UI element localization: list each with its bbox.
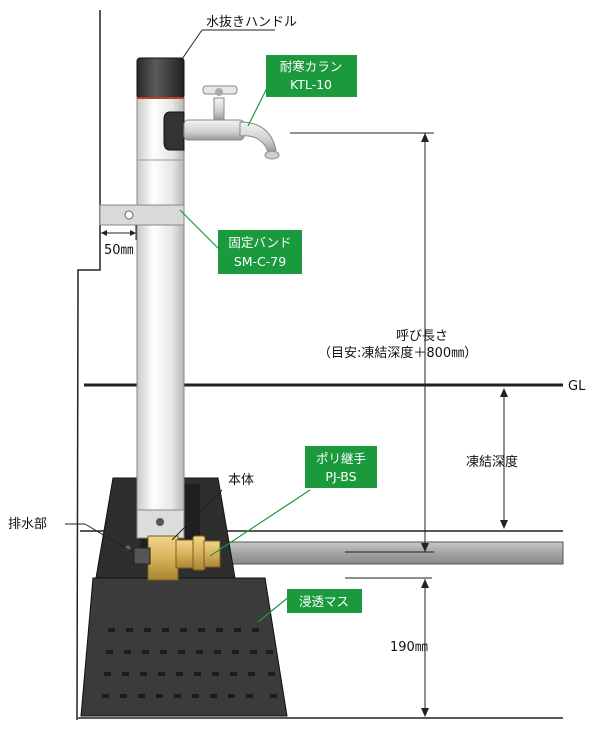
band-callout: 固定バンド SM-C-79 [179, 209, 302, 274]
faucet-post [136, 94, 185, 539]
gl-label: GL [568, 379, 586, 394]
joint-model: PJ-BS [325, 469, 356, 484]
band-model: SM-C-79 [234, 254, 286, 269]
supply-pipe [209, 541, 564, 565]
faucet-tap [163, 85, 280, 160]
building-wall [76, 10, 101, 721]
length-label-1: 呼び長さ [396, 329, 448, 344]
depth-190-label: 190㎜ [390, 640, 428, 655]
body-label: 本体 [228, 473, 254, 488]
fixing-band [99, 204, 185, 226]
basin-callout: 浸透マス [257, 589, 362, 623]
faucet-name: 耐寒カラン [280, 59, 343, 74]
brass-joint [125, 535, 221, 581]
dimension-50mm [101, 225, 137, 240]
band-name: 固定バンド [228, 235, 291, 250]
drain-label: 排水部 [8, 517, 47, 532]
joint-name: ポリ継手 [316, 451, 366, 466]
dimension-190mm [345, 577, 432, 717]
dimension-freeze-depth [500, 388, 508, 529]
offset-label: 50㎜ [104, 243, 134, 258]
joint-callout: ポリ継手 PJ-BS [209, 446, 377, 557]
faucet-model: KTL-10 [290, 77, 332, 92]
basin-label: 浸透マス [299, 594, 349, 609]
length-label-2: （目安:凍結深度＋800㎜） [318, 345, 477, 361]
freeze-depth-label: 凍結深度 [466, 454, 518, 470]
drain-handle-cap [136, 57, 185, 99]
faucet-callout: 耐寒カラン KTL-10 [247, 55, 357, 127]
dimension-nominal-length [290, 132, 434, 553]
drain-handle-label: 水抜きハンドル [206, 14, 297, 30]
